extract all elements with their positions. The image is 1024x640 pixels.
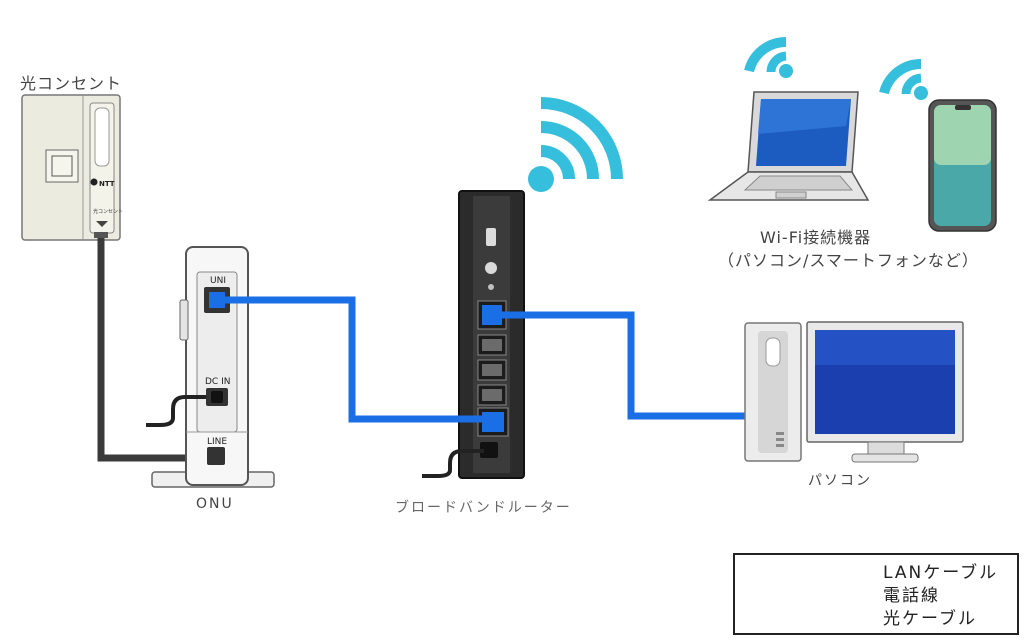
pc-label: パソコン xyxy=(808,473,872,489)
legend-item-fiber: 光ケーブル xyxy=(735,608,1017,630)
router-device xyxy=(458,190,525,479)
wifi-devices-label: Wi-Fi接続機器 xyxy=(760,228,872,247)
onu-line-text: LINE xyxy=(207,437,227,447)
laptop-device xyxy=(707,91,870,201)
router-power-cord xyxy=(422,449,484,478)
onu-label: ONU xyxy=(196,496,234,512)
onu-device: UNI DC IN LINE xyxy=(151,246,275,488)
optical-outlet: NTT 光コンセント xyxy=(21,94,123,241)
optical-outlet-label: 光コンセント xyxy=(20,74,123,93)
outlet-mark-text: NTT xyxy=(99,180,115,188)
onu-uni-text: UNI xyxy=(210,276,226,286)
onu-power-cord xyxy=(146,395,206,427)
onu-dcin-text: DC IN xyxy=(205,377,230,387)
legend: LANケーブル 電話線 光ケーブル xyxy=(733,553,1019,635)
outlet-plug-text: 光コンセント xyxy=(93,208,123,215)
smartphone-device xyxy=(928,99,997,232)
legend-label-lan: LANケーブル xyxy=(883,563,999,583)
wifi-icon-laptop xyxy=(744,36,793,78)
wifi-icon-phone xyxy=(879,58,928,100)
legend-label-phone: 電話線 xyxy=(883,586,940,606)
fiber-cable xyxy=(97,238,216,462)
legend-item-lan: LANケーブル xyxy=(735,562,1017,584)
legend-label-fiber: 光ケーブル xyxy=(883,609,977,629)
legend-item-phone: 電話線 xyxy=(735,585,1017,607)
wifi-icon-router xyxy=(528,97,623,192)
lan-cable-router-pc xyxy=(492,311,764,420)
router-label: ブロードバンドルーター xyxy=(395,500,572,516)
lan-cable-onu-router xyxy=(217,296,491,423)
desktop-pc-device xyxy=(744,321,964,463)
wifi-devices-note: （パソコン/スマートフォンなど） xyxy=(718,251,979,270)
